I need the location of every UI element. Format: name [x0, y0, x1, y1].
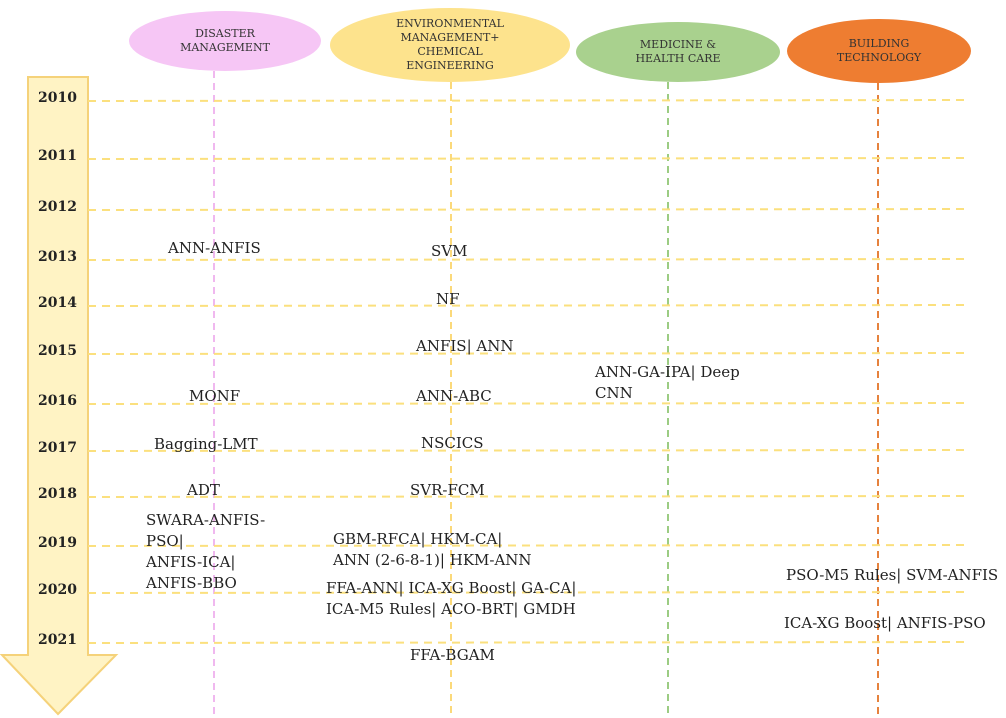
category-label-line: ENVIRONMENTAL [396, 17, 504, 30]
method-entry-line: ANN-GA-IPA| Deep [595, 363, 740, 381]
method-entry-line: CNN [595, 384, 633, 402]
method-entry-line: ANN-ANFIS [168, 239, 261, 257]
method-entry-line: ICA-M5 Rules| ACO-BRT| GMDH [326, 600, 576, 618]
method-entry-line: ICA-XG Boost| ANFIS-PSO [784, 614, 986, 632]
year-label: 2020 [38, 582, 77, 598]
method-entry-line: SVR-FCM [410, 481, 485, 499]
method-entry: ANN-ANFIS [168, 238, 261, 259]
method-entry-line: PSO| [146, 532, 184, 550]
method-entry-line: ANN-ABC [416, 387, 492, 405]
year-line [87, 495, 971, 498]
method-entry-line: MONF [189, 387, 241, 405]
category-label-line: TECHNOLOGY [836, 51, 922, 64]
category-label-line: HEALTH CARE [635, 52, 721, 65]
category-label-line: MANAGEMENT+ [400, 31, 500, 44]
method-entry-line: SVM [431, 242, 468, 260]
method-entry: SVR-FCM [410, 480, 485, 501]
year-label: 2010 [38, 90, 77, 106]
year-label: 2019 [38, 535, 77, 551]
method-entry: FFA-ANN| ICA-XG Boost| GA-CA| ICA-M5 Rule… [326, 578, 576, 620]
method-entry: SVM [431, 241, 467, 262]
method-entry: PSO-M5 Rules| SVM-ANFIS [786, 565, 998, 586]
method-entry: ADT [187, 480, 220, 501]
method-entry: Bagging-LMT [154, 434, 258, 455]
method-entry-line: FFA-ANN| ICA-XG Boost| GA-CA| [326, 579, 577, 597]
year-label: 2018 [38, 486, 77, 502]
year-line [87, 304, 971, 307]
year-label: 2013 [38, 249, 77, 265]
method-entry: ANFIS| ANN [416, 336, 513, 357]
method-entry-line: PSO-M5 Rules| SVM-ANFIS [786, 566, 999, 584]
method-entry-line: NSCICS [421, 434, 484, 452]
method-entry: NF [436, 289, 460, 310]
method-entry: FFA-BGAM [410, 645, 495, 666]
category-label-line: MEDICINE & [639, 38, 717, 51]
category-label-line: CHEMICAL [417, 45, 483, 58]
year-label: 2015 [38, 343, 77, 359]
method-entry-line: ANFIS-ICA| [146, 553, 236, 571]
year-line [87, 352, 971, 355]
category-label-line: DISASTER [195, 27, 255, 40]
method-entry-line: SWARA-ANFIS- [146, 511, 266, 529]
method-entry-line: ANN (2-6-8-1)| HKM-ANN [333, 551, 532, 569]
timeline-arrow [0, 76, 119, 716]
year-line [87, 157, 971, 160]
year-label: 2017 [38, 440, 77, 456]
year-label: 2011 [38, 148, 77, 164]
method-entry: GBM-RFCA| HKM-CA| ANN (2-6-8-1)| HKM-ANN [333, 529, 532, 571]
year-line [87, 208, 971, 211]
method-entry: ICA-XG Boost| ANFIS-PSO [784, 613, 986, 634]
method-entry-line: Bagging-LMT [154, 435, 258, 453]
year-line [87, 544, 971, 547]
method-entry: NSCICS [421, 433, 484, 454]
method-entry-line: NF [436, 290, 460, 308]
year-label: 2016 [38, 393, 77, 409]
year-label: 2021 [38, 632, 77, 648]
category-label-line: MANAGEMENT [180, 41, 270, 54]
year-line [87, 641, 971, 644]
year-label: 2014 [38, 295, 77, 311]
year-line [87, 99, 971, 102]
method-entry: SWARA-ANFIS- PSO| ANFIS-ICA| ANFIS-BBO [146, 510, 265, 594]
method-entry-line: ANFIS-BBO [146, 574, 237, 592]
year-label: 2012 [38, 199, 77, 215]
method-entry-line: ANFIS| ANN [416, 337, 514, 355]
method-entry-line: ADT [187, 481, 220, 499]
method-entry-line: FFA-BGAM [410, 646, 495, 664]
method-entry-line: GBM-RFCA| HKM-CA| [333, 530, 503, 548]
category-header: MEDICINE &HEALTH CARE [576, 22, 780, 82]
year-line [87, 402, 971, 405]
year-line [87, 449, 971, 452]
year-line [87, 258, 971, 261]
method-entry: ANN-ABC [416, 386, 492, 407]
category-label-line: BUILDING [848, 37, 910, 50]
year-line [87, 591, 971, 594]
category-label-line: ENGINEERING [406, 59, 494, 72]
method-entry: MONF [189, 386, 240, 407]
